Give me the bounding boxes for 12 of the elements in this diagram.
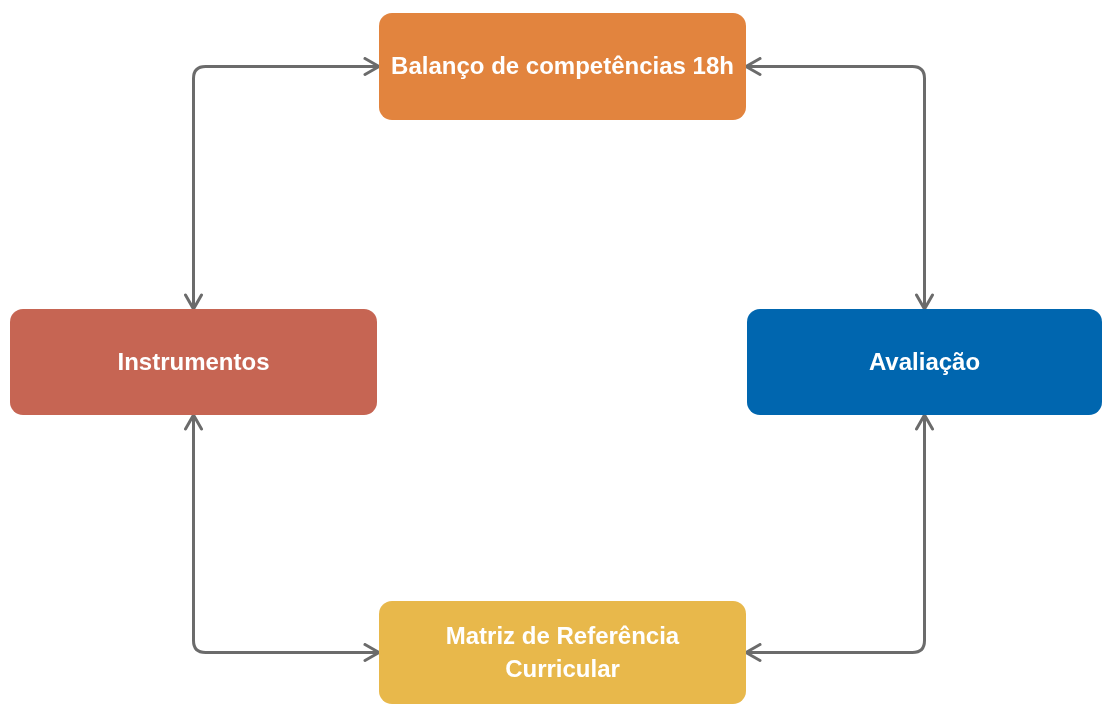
box-label: Balanço de competências 18h <box>391 51 734 82</box>
process-box <box>379 601 746 704</box>
box-label: Instrumentos <box>117 346 270 377</box>
double-arrow <box>184 57 381 311</box>
process-box <box>747 309 1102 415</box>
double-arrow <box>744 413 934 662</box>
process-box <box>379 13 746 120</box>
double-arrow <box>744 57 934 311</box>
double-arrow <box>184 413 381 662</box>
process-box <box>10 309 377 415</box>
box-label: Avaliação <box>868 346 981 377</box>
box-label: Matriz de Referência Curricular <box>444 621 681 684</box>
